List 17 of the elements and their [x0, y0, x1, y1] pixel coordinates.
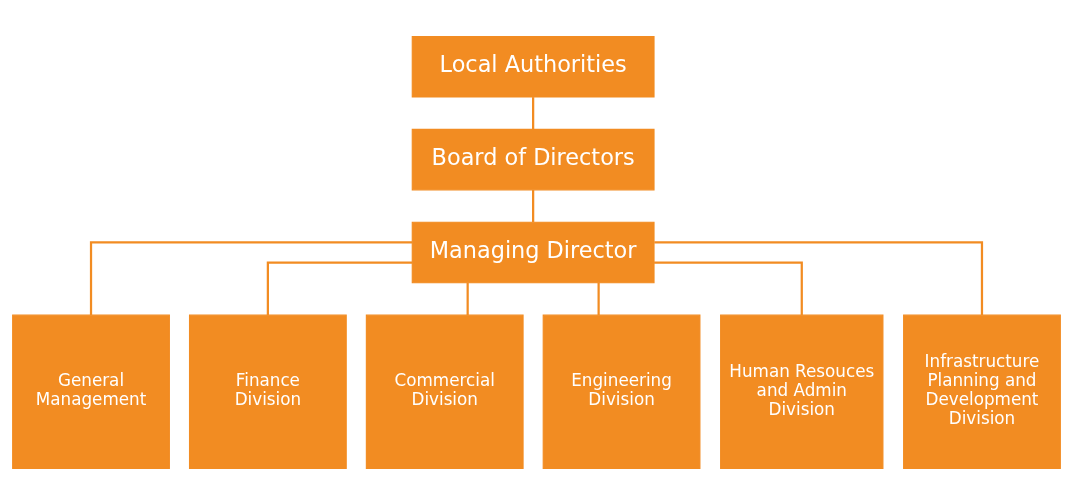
node-box: Engineering Division	[542, 314, 701, 469]
connector	[266, 260, 413, 315]
node-box: General Management	[12, 314, 170, 469]
node-box: Infrastructure Planning and Development Division	[903, 314, 1061, 469]
node-box: Managing Director	[411, 221, 655, 283]
node-box: Board of Directors	[411, 128, 655, 190]
connector	[654, 260, 803, 315]
node-box: Human Resouces and Admin Division	[720, 314, 884, 469]
node-box: Finance Division	[188, 314, 347, 469]
connector	[597, 282, 600, 315]
node-box: Commercial Division	[365, 314, 524, 469]
connector	[466, 282, 469, 315]
connector	[654, 240, 984, 315]
node-box: Local Authorities	[411, 35, 655, 97]
connector	[532, 96, 535, 129]
connector	[532, 189, 535, 222]
connector	[89, 240, 413, 315]
